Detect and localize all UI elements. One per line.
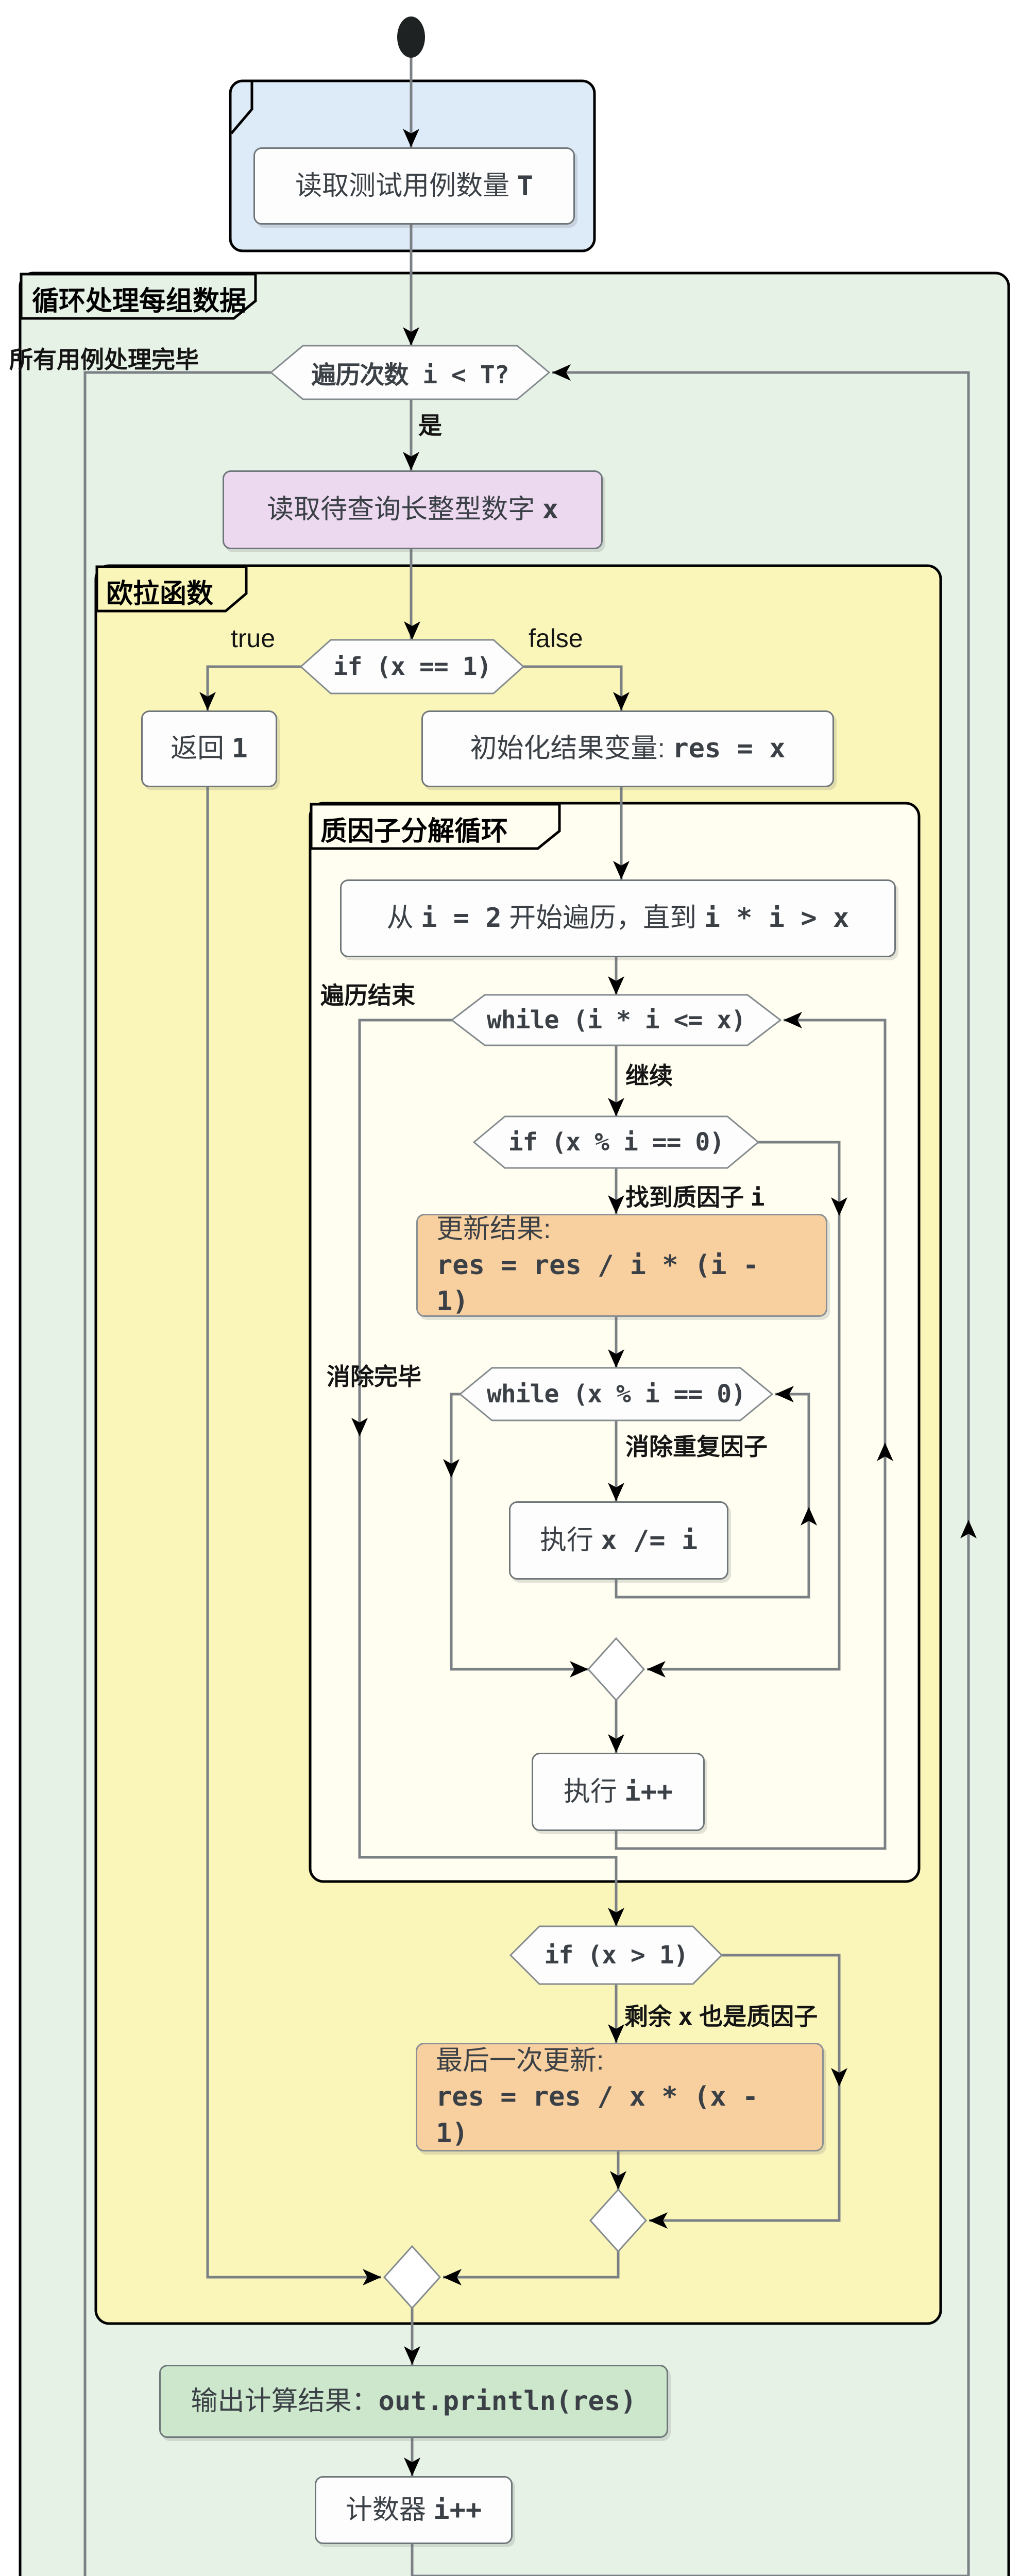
edge-init-to-startiter (613, 784, 630, 879)
edge-xgt1-false (649, 1954, 847, 2229)
node-read-t: 读取测试用例数量 T (253, 147, 575, 225)
edge-return1-to-merge3 (206, 784, 381, 2285)
edge-read-t-to-cond-i (403, 222, 419, 346)
decision-x-eq-1-shape (299, 639, 525, 694)
edge-while2-exit (443, 1393, 588, 1677)
edge-label-found-factor: 找到质因子 i (625, 1183, 765, 1211)
edge-label-remain: 剩余 x 也是质因子 (624, 2003, 818, 2030)
merge-diamond-1 (587, 1637, 645, 1702)
edge-cond-x1-false (523, 665, 630, 710)
edge-cond-x1-true (199, 665, 301, 710)
edge-label-iter-end: 遍历结束 (320, 982, 415, 1009)
decision-i-lt-t-label: 遍历次数 i < T? (311, 361, 509, 389)
edge-output-to-counter (404, 2435, 420, 2476)
node-final-update: 最后一次更新:res = res / x * (x - 1) (416, 2043, 824, 2151)
edge-while2-body (608, 1420, 624, 1501)
edge-while1-end (351, 1019, 624, 1926)
edge-merge1-to-inc (608, 1700, 624, 1753)
partition-euler-label: 欧拉函数 (106, 579, 214, 609)
edge-inc-loopback (615, 1012, 893, 1850)
edge-while1-continue (608, 1045, 624, 1116)
node-output-res: 输出计算结果：out.println(res) (159, 2365, 668, 2438)
edge-div-loopback (615, 1386, 817, 1599)
node-counter-inc: 计数器 i++ (315, 2476, 513, 2544)
edge-merge2-to-merge3 (443, 2251, 620, 2285)
edge-start-to-read-t (403, 57, 419, 147)
decision-while-inner-shape (458, 1367, 774, 1421)
edge-label-elim-dup: 消除重复因子 (625, 1433, 768, 1460)
start-node (397, 16, 425, 58)
node-exec-inc: 执行 i++ (532, 1753, 705, 1831)
edge-label-continue: 继续 (625, 1062, 673, 1089)
decision-while-outer-shape (450, 994, 782, 1046)
decision-i-lt-t-shape (269, 345, 551, 400)
decision-while-outer-label: while (i * i <= x) (486, 1006, 746, 1035)
edge-startiter-to-while1 (608, 954, 624, 995)
edge-label-yes: 是 (418, 412, 442, 439)
edge-final-to-merge2 (610, 2148, 626, 2190)
node-update-res: 更新结果:res = res / i * (i - 1) (416, 1214, 827, 1317)
edge-xgt1-true (608, 1984, 624, 2043)
merge-diamond-3 (383, 2245, 441, 2310)
edge-counter-loopback (411, 364, 977, 2576)
edge-label-all-done: 所有用例处理完毕 (9, 346, 199, 373)
partition-factor-label: 质因子分解循环 (320, 817, 508, 846)
node-return-1: 返回 1 (141, 710, 277, 787)
decision-mod-shape (472, 1115, 760, 1169)
decision-x-gt-1-shape (509, 1925, 723, 1985)
edge-update-to-while2 (608, 1314, 624, 1368)
decision-mod-label: if (x % i == 0) (508, 1128, 724, 1157)
edge-cond-i-yes (403, 399, 419, 470)
decision-while-inner-label: while (x % i == 0) (486, 1380, 746, 1409)
node-start-iter: 从 i = 2 开始遍历，直到 i * i > x (340, 879, 896, 957)
decision-x-gt-1-label: if (x > 1) (544, 1941, 689, 1970)
merge-diamond-2 (589, 2188, 648, 2253)
edge-all-done-exit (83, 371, 271, 2576)
edge-merge3-to-output (404, 2308, 420, 2365)
edge-label-elim-done: 消除完毕 (327, 1363, 421, 1390)
node-init-res: 初始化结果变量: res = x (421, 710, 834, 787)
partition-loop-label: 循环处理每组数据 (32, 286, 247, 316)
node-read-x: 读取待查询长整型数字 x (223, 470, 603, 549)
edge-label-false: false (529, 624, 583, 653)
edge-ifmod-false-bypass (647, 1141, 847, 1677)
edge-read-x-to-cond-x1 (404, 546, 420, 640)
edge-label-true: true (231, 624, 276, 653)
partition-factor-loop (309, 802, 921, 1883)
node-exec-div: 执行 x /= i (509, 1501, 728, 1580)
edge-ifmod-true (608, 1168, 624, 1214)
decision-x-eq-1-label: if (x == 1) (333, 652, 492, 681)
